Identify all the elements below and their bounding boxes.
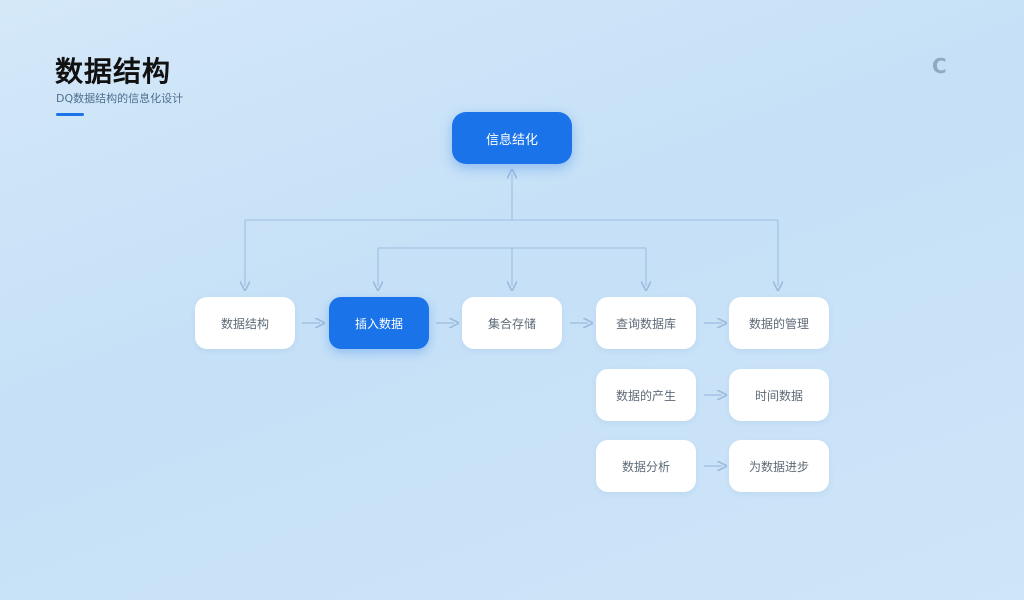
node-row1-1[interactable]: 数据结构: [195, 297, 295, 349]
node-row1-2[interactable]: 插入数据: [329, 297, 429, 349]
node-row1-5[interactable]: 数据的管理: [729, 297, 829, 349]
node-row3-2[interactable]: 为数据进步: [729, 440, 829, 492]
root-node[interactable]: 信息结化: [452, 112, 572, 164]
node-row3-1[interactable]: 数据分析: [596, 440, 696, 492]
node-row2-1[interactable]: 数据的产生: [596, 369, 696, 421]
page-title: 数据结构: [55, 55, 172, 88]
brand-logo: C: [932, 54, 947, 78]
page-subtitle: DQ数据结构的信息化设计: [56, 92, 184, 105]
node-row2-2[interactable]: 时间数据: [729, 369, 829, 421]
node-row1-4[interactable]: 查询数据库: [596, 297, 696, 349]
node-row1-3[interactable]: 集合存储: [462, 297, 562, 349]
title-accent-bar: [56, 113, 84, 116]
